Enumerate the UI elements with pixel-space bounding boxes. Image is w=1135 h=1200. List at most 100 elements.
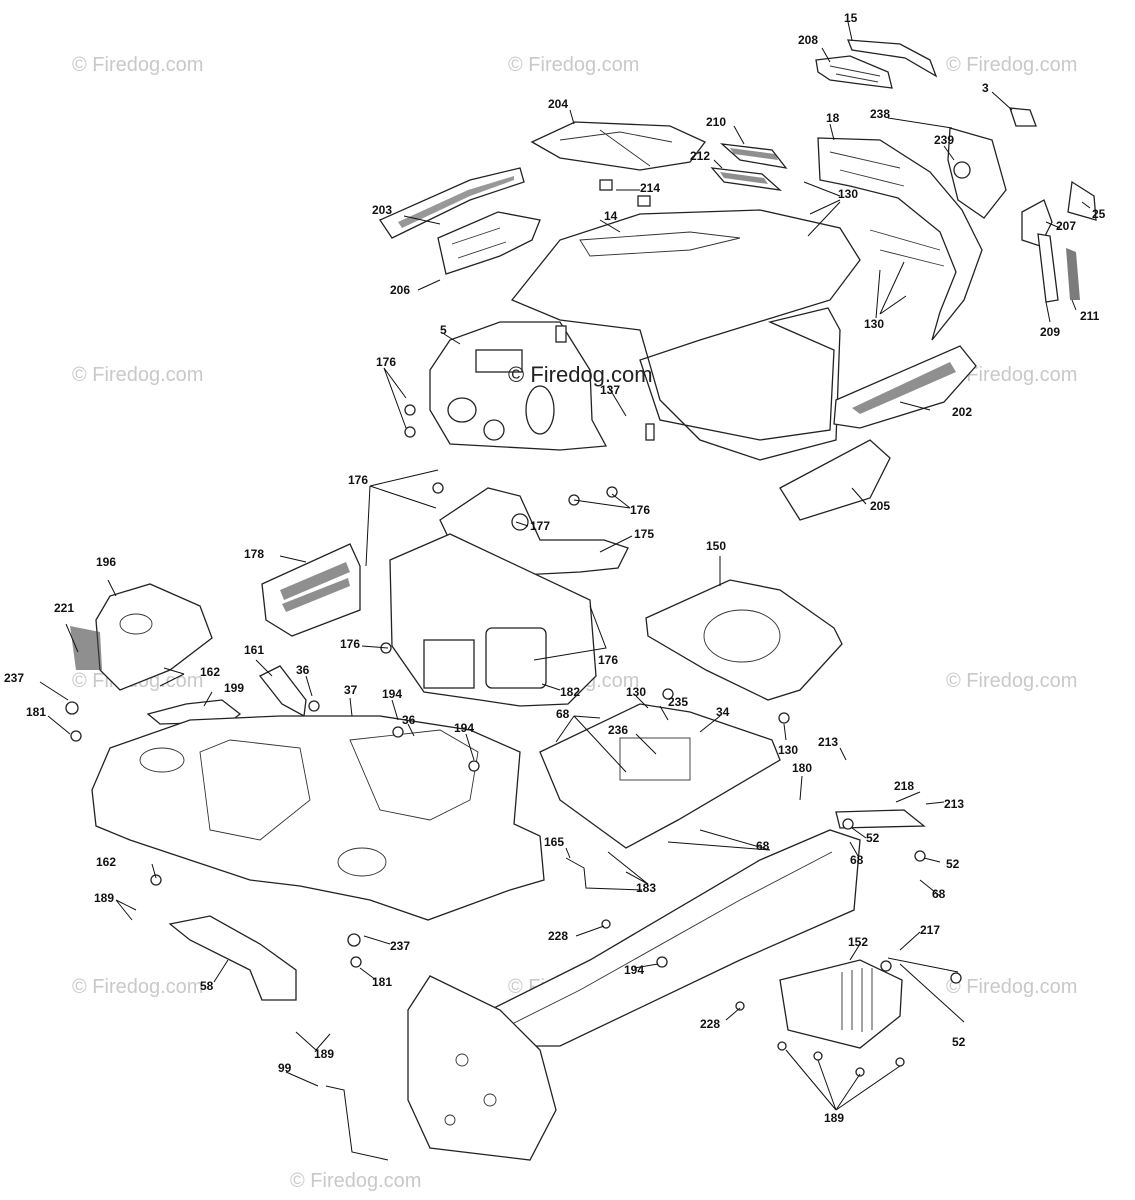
part-mount-plate bbox=[539, 703, 781, 849]
callout-label: 183 bbox=[636, 881, 656, 895]
callout-label: 68 bbox=[756, 839, 770, 853]
callout-label: 178 bbox=[244, 547, 264, 561]
callout-label: 238 bbox=[870, 107, 890, 121]
part-nose bbox=[947, 127, 1007, 219]
part-chassis-plate bbox=[407, 975, 557, 1161]
center-watermark: © Firedog.com bbox=[508, 362, 653, 387]
callout-label: 165 bbox=[544, 835, 564, 849]
part-bolt bbox=[404, 426, 416, 438]
part-bolt bbox=[777, 1041, 787, 1051]
callout-label: 228 bbox=[700, 1017, 720, 1031]
callout-label: 203 bbox=[372, 203, 392, 217]
part-bolt bbox=[735, 1001, 745, 1011]
part-clip bbox=[555, 325, 567, 343]
part-top-trim bbox=[847, 39, 938, 78]
watermark: © Firedog.com bbox=[508, 54, 640, 76]
callout-label: 236 bbox=[608, 723, 628, 737]
callout-label: 177 bbox=[530, 519, 550, 533]
callout-label: 194 bbox=[382, 687, 402, 701]
callout-label: 162 bbox=[200, 665, 220, 679]
callout-label: 181 bbox=[26, 705, 46, 719]
part-hood bbox=[510, 209, 861, 461]
part-bolt bbox=[150, 874, 162, 886]
callout-label: 194 bbox=[454, 721, 474, 735]
callout-label: 202 bbox=[952, 405, 972, 419]
callout-label: 217 bbox=[920, 923, 940, 937]
part-floor-pan bbox=[645, 579, 843, 701]
callout-label: 68 bbox=[556, 707, 570, 721]
part-bolt bbox=[392, 726, 404, 738]
callout-label: 214 bbox=[640, 181, 660, 195]
callout-label: 228 bbox=[548, 929, 568, 943]
part-bracket bbox=[258, 665, 307, 718]
part-nut bbox=[656, 956, 668, 968]
part-bushing bbox=[511, 513, 529, 531]
callout-label: 161 bbox=[244, 643, 264, 657]
watermark: © Firedog.com bbox=[72, 364, 204, 386]
callout-label: 189 bbox=[824, 1111, 844, 1125]
watermark: © Firedog.com bbox=[72, 976, 204, 998]
part-bolt bbox=[350, 956, 362, 968]
callout-label: 213 bbox=[944, 797, 964, 811]
callout-label: 180 bbox=[792, 761, 812, 775]
callout-label: 213 bbox=[818, 735, 838, 749]
part-light bbox=[953, 161, 971, 179]
callout-label: 150 bbox=[706, 539, 726, 553]
callout-label: 210 bbox=[706, 115, 726, 129]
watermark: © Firedog.com bbox=[946, 976, 1078, 998]
part-bracket bbox=[146, 699, 242, 725]
callout-label: 34 bbox=[716, 705, 730, 719]
callout-label: 235 bbox=[668, 695, 688, 709]
part-bolt bbox=[308, 700, 320, 712]
callout-label: 205 bbox=[870, 499, 890, 513]
part-bolt bbox=[432, 482, 444, 494]
callout-label: 25 bbox=[1092, 207, 1106, 221]
callout-label: 52 bbox=[866, 831, 880, 845]
callout-label: 212 bbox=[690, 149, 710, 163]
callout-label: 68 bbox=[932, 887, 946, 901]
part-display bbox=[475, 349, 523, 373]
callout-label: 189 bbox=[94, 891, 114, 905]
callout-label: 130 bbox=[864, 317, 884, 331]
callout-label: 209 bbox=[1040, 325, 1060, 339]
callout-label: 36 bbox=[402, 713, 416, 727]
part-dashboard bbox=[429, 321, 608, 451]
part-vent-plate bbox=[261, 543, 361, 637]
callout-label: 196 bbox=[96, 555, 116, 569]
part-clip bbox=[637, 195, 651, 207]
part-panel-cutout bbox=[485, 627, 547, 689]
part-gauge bbox=[525, 385, 555, 435]
callout-label: 137 bbox=[600, 383, 620, 397]
part-gauge bbox=[447, 397, 477, 423]
callout-label: 206 bbox=[390, 283, 410, 297]
part-bolt bbox=[662, 688, 674, 700]
part-bolt bbox=[404, 404, 416, 416]
callout-label: 194 bbox=[624, 963, 644, 977]
callout-label: 99 bbox=[278, 1061, 292, 1075]
callout-label: 130 bbox=[626, 685, 646, 699]
part-bracket bbox=[437, 211, 541, 275]
part-panel-cutout bbox=[423, 639, 475, 689]
callout-label: 162 bbox=[96, 855, 116, 869]
callout-label: 237 bbox=[4, 671, 24, 685]
callout-label: 58 bbox=[200, 979, 214, 993]
part-nut bbox=[914, 850, 926, 862]
callout-label: 211 bbox=[1080, 309, 1100, 323]
part-cover bbox=[530, 121, 707, 171]
callout-label: 36 bbox=[296, 663, 310, 677]
callout-label: 199 bbox=[224, 681, 244, 695]
callout-label: 208 bbox=[798, 33, 818, 47]
part-bolt bbox=[70, 730, 82, 742]
part-nut bbox=[468, 760, 480, 772]
part-nut bbox=[842, 818, 854, 830]
callout-label: 204 bbox=[548, 97, 568, 111]
part-bracket bbox=[835, 809, 926, 829]
part-lens bbox=[1067, 180, 1097, 221]
callout-label: 237 bbox=[390, 939, 410, 953]
part-bolt bbox=[606, 486, 618, 498]
watermark: © Firedog.com bbox=[946, 54, 1078, 76]
callout-label: 130 bbox=[778, 743, 798, 757]
callout-label: 176 bbox=[348, 473, 368, 487]
callout-label: 182 bbox=[560, 685, 580, 699]
